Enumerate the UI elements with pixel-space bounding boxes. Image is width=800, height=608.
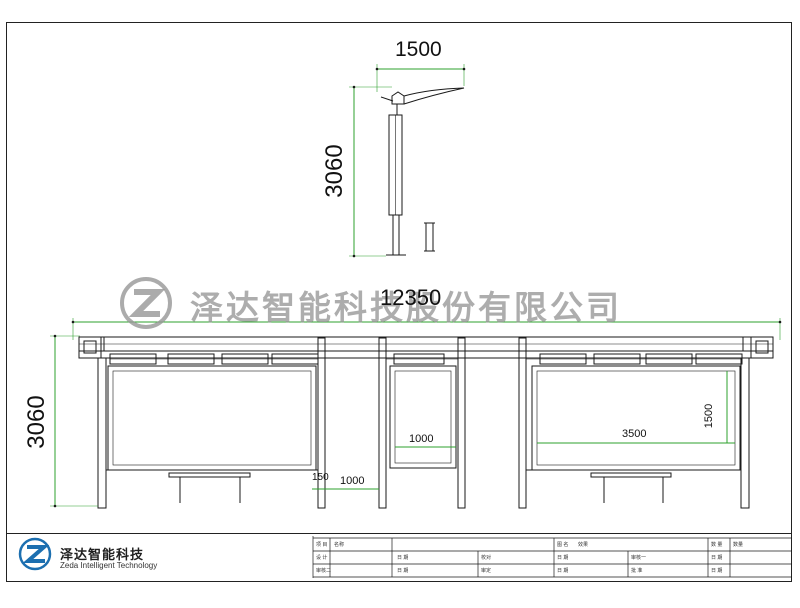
dim-bench-offset: 1000 [340, 475, 365, 487]
tb-review-label: 审核一 [631, 555, 647, 561]
lamp-elevation [380, 87, 465, 256]
tb-design-label: 设 计 [316, 555, 328, 561]
dim-panel-width-small: 1000 [409, 433, 434, 445]
dim-lamp-height: 3060 [321, 144, 348, 198]
dim-shelter-length: 12350 [380, 285, 442, 310]
dim-lamp-width: 1500 [395, 38, 442, 61]
watermark-text: 泽达智能科技股份有限公司 [190, 288, 622, 327]
dim-post-gap: 150 [312, 472, 329, 483]
tb-approve-label: 批 准 [631, 568, 643, 574]
company-name-cn: 泽达智能科技 [60, 547, 145, 562]
drawing-frame [6, 22, 792, 582]
tb-drawing-value: 效果 [578, 542, 589, 548]
shelter-elevation [78, 336, 774, 509]
title-block-grid [312, 536, 792, 578]
dim-panel-height: 1500 [703, 403, 715, 429]
tb-date-b: 日 期 [557, 555, 569, 561]
tb-drawing-label: 图 名 [557, 542, 569, 548]
company-name-en: Zeda Intelligent Technology [60, 561, 158, 570]
tb-date-d: 日 期 [397, 568, 409, 574]
tb-date-c: 日 期 [711, 555, 723, 561]
tb-proof-label: 校对 [481, 555, 492, 561]
tb-project-label: 项 目 [316, 542, 328, 548]
dim-shelter-height: 3060 [23, 395, 50, 449]
tb-name-label: 名称 [334, 542, 345, 548]
tb-date-a: 日 期 [397, 555, 409, 561]
tb-review2-label: 审核二 [316, 568, 332, 574]
tb-date-e: 日 期 [557, 568, 569, 574]
dimension-ticks [53, 67, 782, 508]
tb-qty-label: 数 量 [711, 542, 723, 548]
company-logo-icon [18, 537, 52, 571]
tb-audit-label: 审定 [481, 568, 492, 574]
dim-panel-width-large: 3500 [622, 428, 647, 440]
tb-date-f: 日 期 [711, 568, 723, 574]
title-block [6, 533, 792, 582]
watermark-logo [120, 277, 172, 329]
tb-qty-value: 数量 [733, 542, 744, 548]
